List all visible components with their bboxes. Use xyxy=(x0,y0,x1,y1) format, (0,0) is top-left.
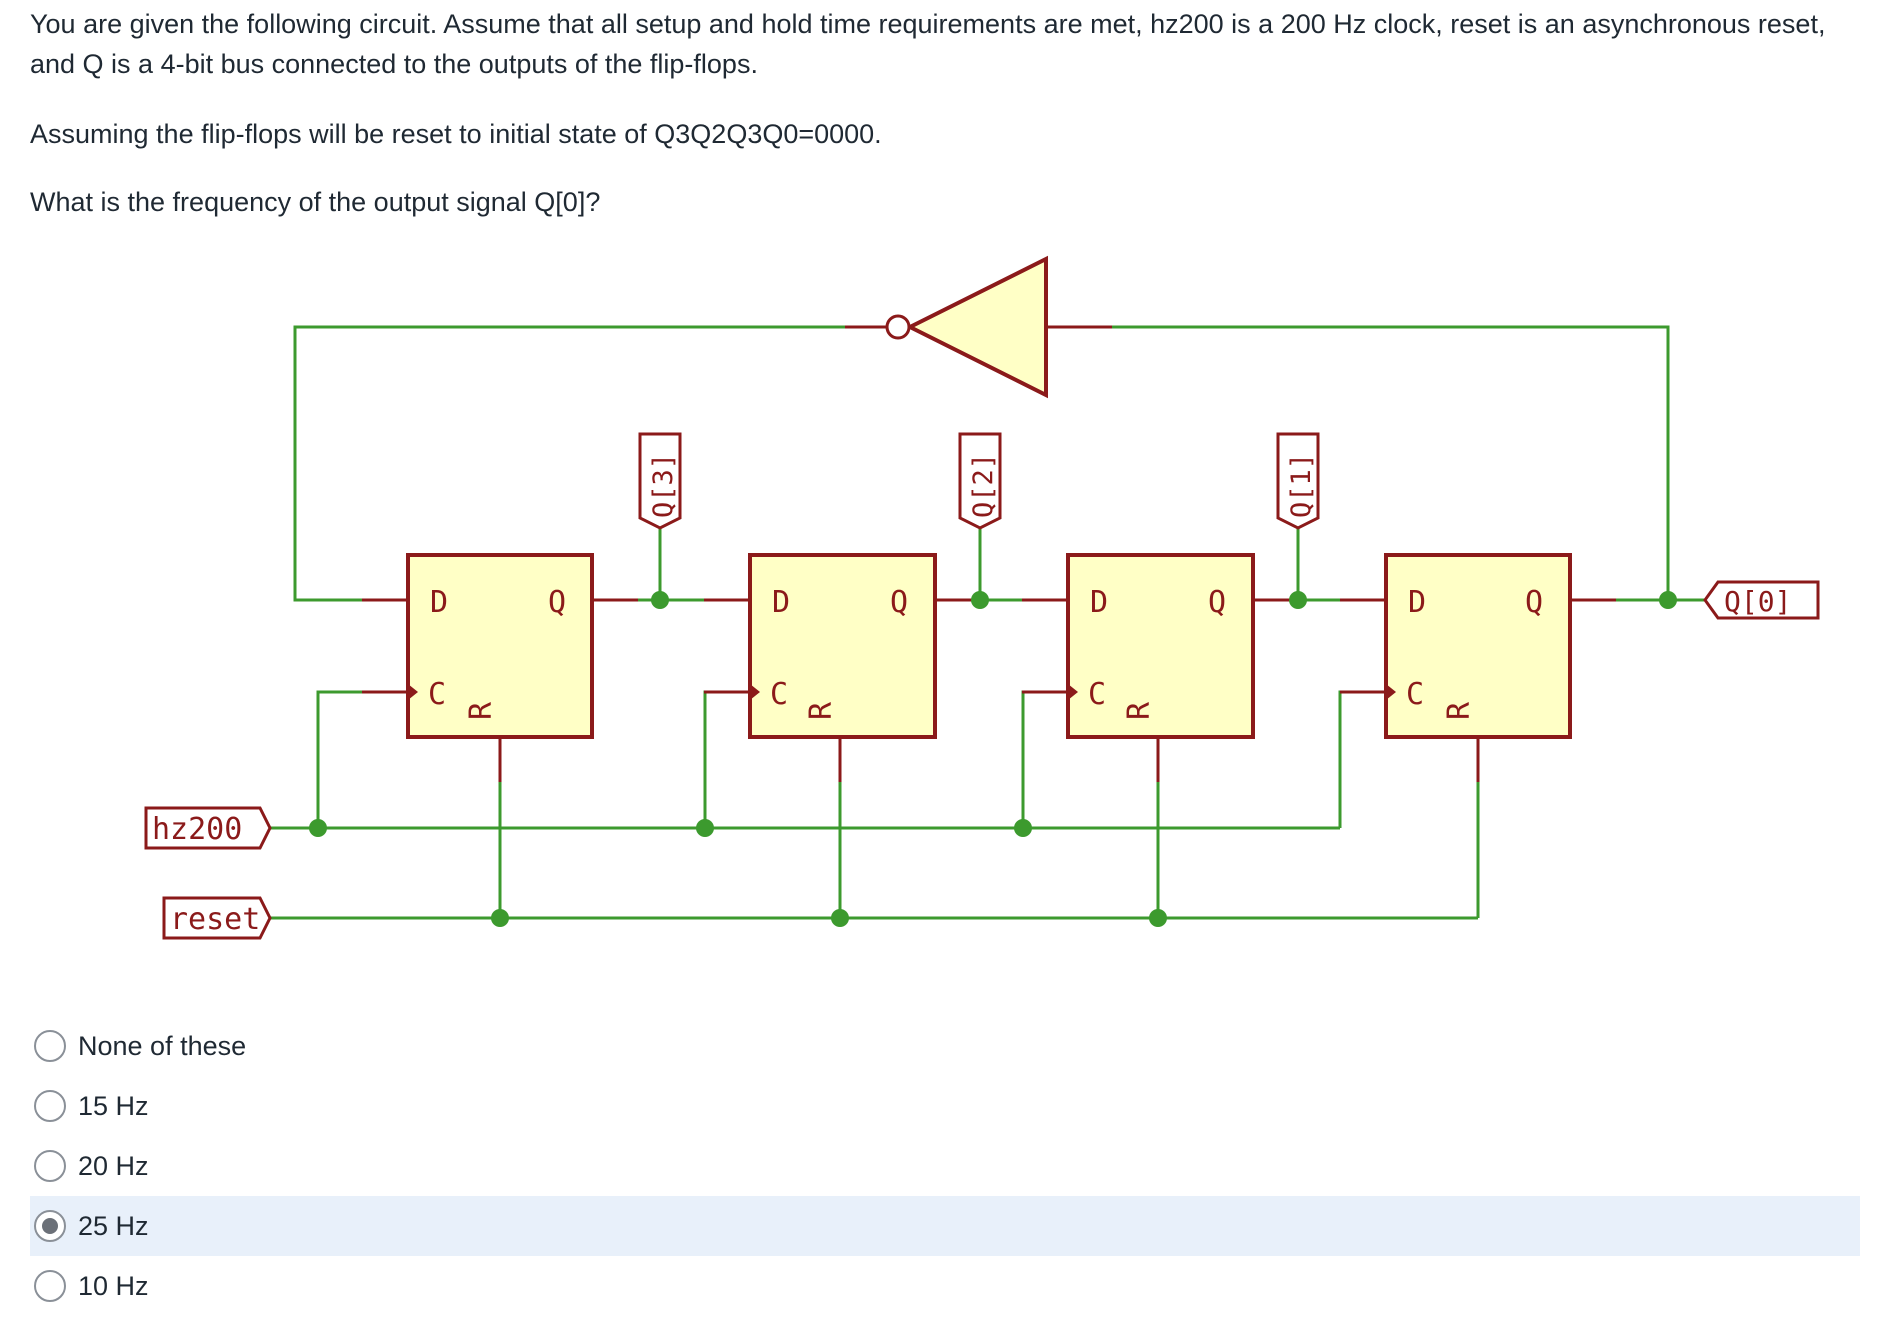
feedback-wire xyxy=(1048,325,1670,600)
input-flag xyxy=(144,806,272,850)
clock-ff0-wire xyxy=(1338,690,1386,828)
input-label-clock: hz200 xyxy=(144,806,272,850)
pin-d-label: D xyxy=(1408,585,1426,620)
radio-button[interactable] xyxy=(34,1030,66,1062)
radio-button[interactable] xyxy=(34,1090,66,1122)
pin-r-label: R xyxy=(464,701,499,720)
clock-triangle-icon xyxy=(1068,684,1078,700)
option-label: 10 Hz xyxy=(78,1270,149,1301)
not-gate-bubble xyxy=(885,314,911,340)
flipflop-box xyxy=(1066,553,1255,739)
clock-triangle-icon xyxy=(750,684,760,700)
pin-c-label: C xyxy=(428,677,446,712)
junction-dot xyxy=(971,591,989,609)
flipflop-box xyxy=(406,553,594,739)
junction-dot xyxy=(651,591,669,609)
clock-triangle-icon xyxy=(1386,684,1396,700)
tap-flag xyxy=(1276,432,1320,530)
pin-c-label: C xyxy=(770,677,788,712)
clock-triangle-icon xyxy=(408,684,418,700)
option-label: None of these xyxy=(78,1030,247,1061)
pin-q-label: Q xyxy=(890,585,908,620)
junctions xyxy=(309,591,1677,927)
option-25-hz[interactable]: 25 Hz xyxy=(30,1196,1860,1256)
junction-dot xyxy=(309,819,327,837)
not-gate-triangle xyxy=(905,255,1048,399)
junction-dot xyxy=(1014,819,1032,837)
flipflop-q1: D Q C R xyxy=(1066,553,1255,739)
junction-dot xyxy=(1149,909,1167,927)
clock-input-text: hz200 xyxy=(152,812,242,847)
junction-dot xyxy=(491,909,509,927)
option-label: 25 Hz xyxy=(78,1210,149,1241)
radio-button-selected[interactable] xyxy=(34,1210,66,1242)
tap-text: Q[1] xyxy=(1286,453,1317,518)
clock-ff2-wire xyxy=(703,690,750,828)
reset-input-text: reset xyxy=(170,902,260,937)
question-line-3: What is the frequency of the output sign… xyxy=(30,187,601,217)
junction-dot xyxy=(1659,591,1677,609)
pin-d-label: D xyxy=(772,585,790,620)
tap-flag xyxy=(958,432,1002,530)
output-text: Q[0] xyxy=(1724,585,1791,618)
option-20-hz[interactable]: 20 Hz xyxy=(30,1136,1860,1196)
clock-ff3-wire xyxy=(316,690,408,828)
pin-r-label: R xyxy=(1442,701,1477,720)
tap-label-q3: Q[3] xyxy=(638,432,682,530)
option-none-of-these[interactable]: None of these xyxy=(30,1016,1860,1076)
pin-q-label: Q xyxy=(548,585,566,620)
radio-selected-dot xyxy=(42,1218,58,1234)
junction-dot xyxy=(696,819,714,837)
input-label-reset: reset xyxy=(162,896,272,940)
output-flag xyxy=(1703,580,1820,620)
pin-q-label: Q xyxy=(1525,585,1543,620)
junction-dot xyxy=(831,909,849,927)
tap-flag xyxy=(638,432,682,530)
radio-button[interactable] xyxy=(34,1150,66,1182)
tap-label-q1: Q[1] xyxy=(1276,432,1320,530)
pin-q-label: Q xyxy=(1208,585,1226,620)
flipflop-box xyxy=(1384,553,1572,739)
option-label: 20 Hz xyxy=(78,1150,149,1181)
radio-button[interactable] xyxy=(34,1270,66,1302)
pin-d-label: D xyxy=(430,585,448,620)
pin-r-label: R xyxy=(804,701,839,720)
pin-c-label: C xyxy=(1088,677,1106,712)
question-line-1: You are given the following circuit. Ass… xyxy=(30,9,1826,79)
output-label-q0: Q[0] xyxy=(1703,580,1820,620)
junction-dot xyxy=(1289,591,1307,609)
flipflop-q0: D Q C R xyxy=(1384,553,1572,739)
clock-ff1-wire xyxy=(1021,690,1068,828)
flipflop-box xyxy=(748,553,937,739)
tap-label-q2: Q[2] xyxy=(958,432,1002,530)
flipflop-q2: D Q C R xyxy=(748,553,937,739)
option-10-hz[interactable]: 10 Hz xyxy=(30,1256,1860,1316)
not-gate xyxy=(885,255,1048,399)
flipflop-q3: D Q C R xyxy=(406,553,594,739)
tap-text: Q[2] xyxy=(968,453,999,518)
option-15-hz[interactable]: 15 Hz xyxy=(30,1076,1860,1136)
pin-c-label: C xyxy=(1406,677,1424,712)
pin-r-label: R xyxy=(1122,701,1157,720)
option-label: 15 Hz xyxy=(78,1090,149,1121)
input-flag xyxy=(162,896,272,940)
feedback-return-wire xyxy=(293,325,893,602)
pin-d-label: D xyxy=(1090,585,1108,620)
question-line-2: Assuming the flip-flops will be reset to… xyxy=(30,119,882,149)
tap-text: Q[3] xyxy=(648,453,679,518)
